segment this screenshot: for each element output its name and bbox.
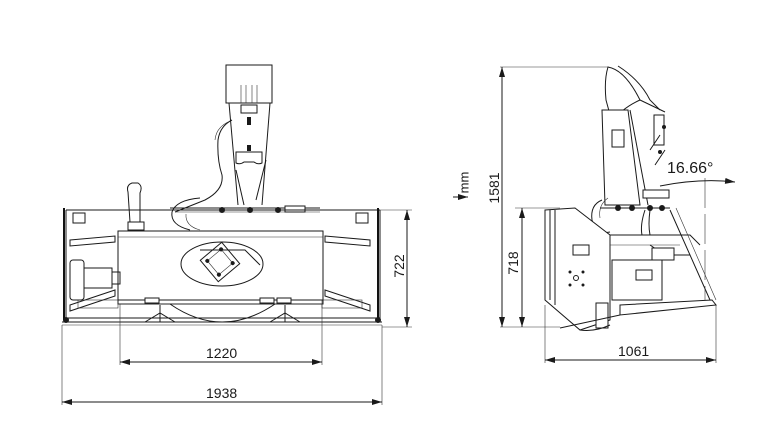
dim-label-1220: 1220 xyxy=(206,345,238,361)
dim-label-722: 722 xyxy=(391,254,407,278)
units-label: mm xyxy=(456,171,472,194)
side-view xyxy=(544,65,717,331)
side-dimensions xyxy=(453,66,736,363)
chute-body xyxy=(601,109,641,206)
front-dimensions xyxy=(61,209,412,405)
hydraulic-motor xyxy=(69,259,85,301)
dim-label-1581: 1581 xyxy=(486,172,502,204)
angle-label: 16.66° xyxy=(667,160,714,177)
dim-label-718: 718 xyxy=(505,251,521,275)
dim-label-1938: 1938 xyxy=(206,385,238,401)
front-view xyxy=(62,64,382,326)
chute-outlet xyxy=(225,64,273,104)
dim-label-1061: 1061 xyxy=(618,343,650,359)
angle-arc xyxy=(659,177,736,187)
housing-side xyxy=(544,207,611,331)
